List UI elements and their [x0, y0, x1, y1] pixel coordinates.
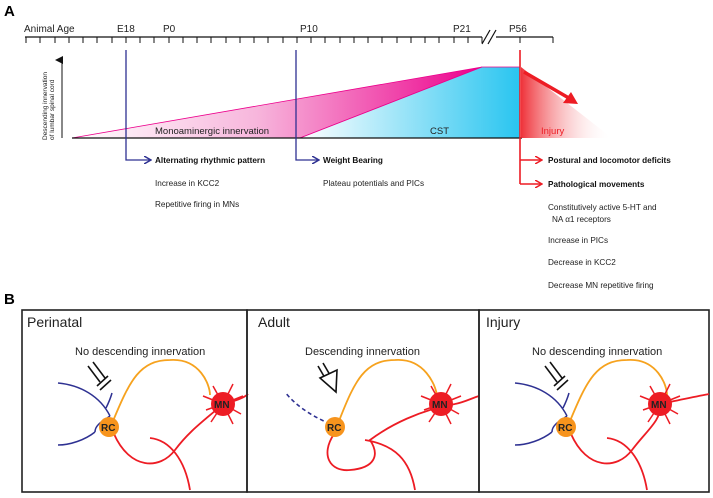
open-descending-arrow — [317, 362, 338, 394]
mn-label: MN — [651, 400, 667, 411]
cst-outline — [299, 66, 520, 139]
injury-panel: Injury No descending innervation — [478, 309, 710, 493]
mn-cell: MN — [639, 383, 681, 425]
cst-innervation-area — [300, 67, 520, 138]
mn-collateral — [113, 403, 224, 465]
injury-decline-arrow — [523, 70, 575, 103]
injury-label: Injury — [541, 126, 564, 137]
rc-axon-to-mn — [338, 359, 438, 422]
rc-cell: RC — [99, 417, 119, 437]
axis-break-mark — [487, 29, 497, 45]
injury-event-receptors-line1: Constitutively active 5-HT and — [548, 203, 657, 212]
mn-collateral — [326, 403, 456, 471]
mn-label: MN — [214, 400, 230, 411]
injury-description: No descending innervation — [532, 346, 662, 358]
cst-label: CST — [430, 126, 449, 137]
age-label-p21: P21 — [453, 24, 471, 35]
rc-cell: RC — [556, 417, 576, 437]
mn-cell: MN — [202, 383, 244, 425]
perinatal-description: No descending innervation — [75, 346, 205, 358]
descending-neuron — [514, 382, 570, 446]
injury-event-receptors-line2: NA α1 receptors — [552, 215, 611, 224]
injury-frame — [478, 309, 710, 493]
blocked-descending-arrow — [87, 361, 112, 391]
mn-cell: MN — [420, 383, 462, 425]
mn-collateral — [570, 403, 661, 465]
rc-axon-to-mn — [569, 359, 668, 422]
injury-event-pathological: Pathological movements — [548, 180, 645, 189]
age-label-e18: E18 — [117, 24, 135, 35]
e18-event-firing: Repetitive firing in MNs — [155, 200, 239, 209]
descending-neuron-dashed — [284, 391, 331, 425]
y-axis-label-line1: Descending innervation — [42, 72, 49, 140]
rc-axon-to-mn — [112, 359, 211, 422]
adult-description: Descending innervation — [305, 346, 420, 358]
mn-dendrite — [149, 437, 191, 491]
age-label-p10: P10 — [300, 24, 318, 35]
timeline-start-label: Animal Age — [24, 24, 75, 35]
p10-event-plateau: Plateau potentials and PICs — [323, 179, 424, 188]
p10-event-weight-bearing: Weight Bearing — [323, 156, 383, 165]
panel-a-letter: A — [4, 3, 15, 20]
age-timeline: Animal Age E18 P0 P10 P21 P56 — [24, 24, 554, 45]
timeline-ticks — [25, 37, 554, 43]
rc-cell: RC — [325, 417, 345, 437]
e18-event-kcc2: Increase in KCC2 — [155, 179, 220, 188]
injury-event-pics: Increase in PICs — [548, 236, 608, 245]
injury-event-deficits: Postural and locomotor deficits — [548, 156, 671, 165]
injury-event-firing: Decrease MN repetitive firing — [548, 281, 654, 290]
injury-title: Injury — [486, 314, 520, 330]
injury-decline-arrowhead — [563, 92, 578, 104]
axis-break-mark — [481, 29, 491, 45]
adult-panel: Adult Descending innervation MN RC — [246, 309, 480, 493]
p10-connector-arrow — [295, 50, 318, 160]
age-label-p0: P0 — [163, 24, 176, 35]
rc-label: RC — [558, 423, 572, 434]
monoaminergic-label: Monoaminergic innervation — [155, 126, 269, 137]
age-label-p56: P56 — [509, 24, 527, 35]
mn-dendrite — [364, 439, 416, 491]
blocked-descending-arrow — [544, 361, 569, 391]
mn-axon — [454, 395, 480, 405]
panel-b-letter: B — [4, 291, 15, 308]
descending-neuron — [57, 382, 113, 446]
mn-label: MN — [432, 400, 448, 411]
y-axis-label-line2: of lumbar spinal cord — [49, 79, 56, 140]
perinatal-title: Perinatal — [27, 314, 82, 330]
perinatal-panel: Perinatal No descending innervation — [21, 309, 249, 493]
mn-dendrite — [606, 437, 648, 491]
rc-label: RC — [327, 423, 341, 434]
e18-event-rhythmic: Alternating rhythmic pattern — [155, 156, 265, 165]
injury-event-kcc2: Decrease in KCC2 — [548, 258, 616, 267]
rc-label: RC — [101, 423, 115, 434]
adult-title: Adult — [258, 314, 290, 330]
e18-connector-arrow — [125, 50, 150, 160]
